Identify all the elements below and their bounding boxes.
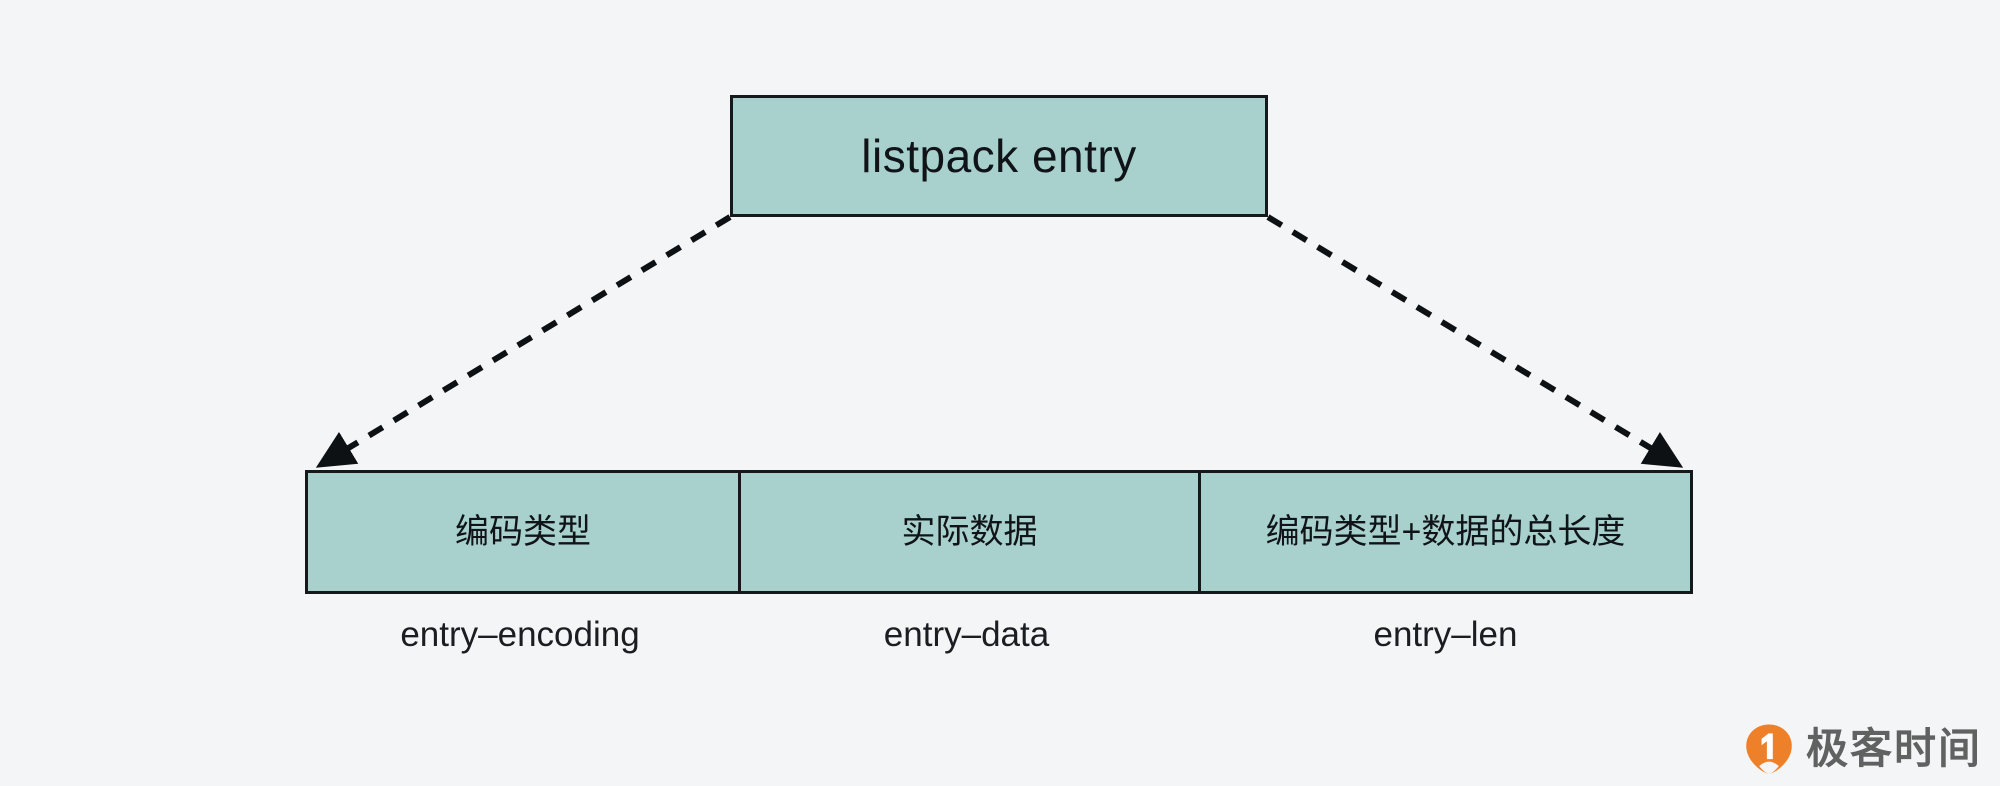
entry-len-caption-text: entry–len [1373,614,1518,654]
entry-encoding-cell: 编码类型 [308,473,738,591]
entry-data-caption-text: entry–data [883,614,1050,654]
geektime-logo-icon [1746,724,1792,774]
entry-field-captions: entry–encoding entry–data entry–len [305,608,1693,660]
entry-len-cell-text: 编码类型+数据的总长度 [1265,513,1626,551]
entry-encoding-cell-text: 编码类型 [455,513,591,551]
entry-encoding-caption: entry–encoding [305,608,735,660]
right-expand-arrow [1266,214,1684,468]
entry-data-cell-text: 实际数据 [901,513,1038,551]
entry-len-cell: 编码类型+数据的总长度 [1198,473,1690,591]
left-expand-arrow [315,214,732,468]
entry-encoding-caption-text: entry–encoding [400,614,640,654]
listpack-entry-box: listpack entry [730,95,1268,217]
listpack-entry-label: listpack entry [861,130,1137,182]
entry-len-caption: entry–len [1198,608,1693,660]
entry-data-cell: 实际数据 [738,473,1198,591]
entry-fields-row: 编码类型 实际数据 编码类型+数据的总长度 [305,470,1693,594]
entry-data-caption: entry–data [735,608,1198,660]
brand-watermark: 极客时间 [1742,722,1982,776]
brand-name: 极客时间 [1805,725,1982,772]
